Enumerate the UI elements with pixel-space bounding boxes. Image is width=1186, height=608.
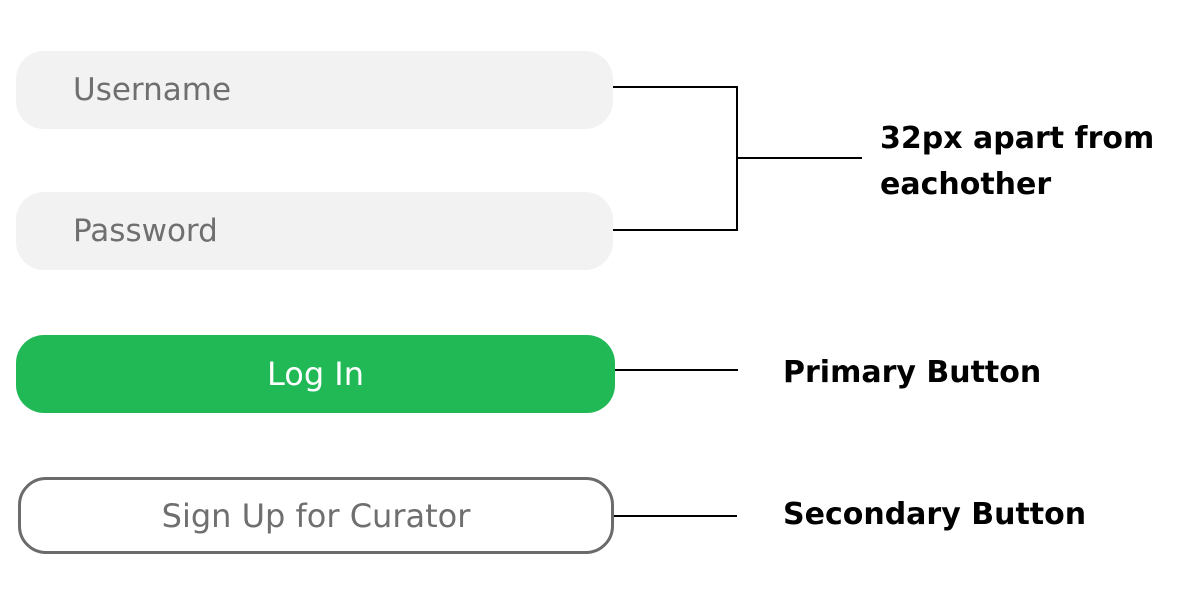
- secondary-button-annotation: Secondary Button: [783, 497, 1087, 532]
- signup-button[interactable]: Sign Up for Curator: [18, 477, 614, 554]
- username-input[interactable]: [16, 51, 613, 129]
- password-input[interactable]: [16, 192, 613, 270]
- spacing-bracket: [613, 86, 738, 231]
- login-button[interactable]: Log In: [16, 335, 615, 413]
- spacing-annotation: 32px apart from eachother: [880, 121, 1155, 202]
- primary-button-annotation: Primary Button: [783, 355, 1042, 390]
